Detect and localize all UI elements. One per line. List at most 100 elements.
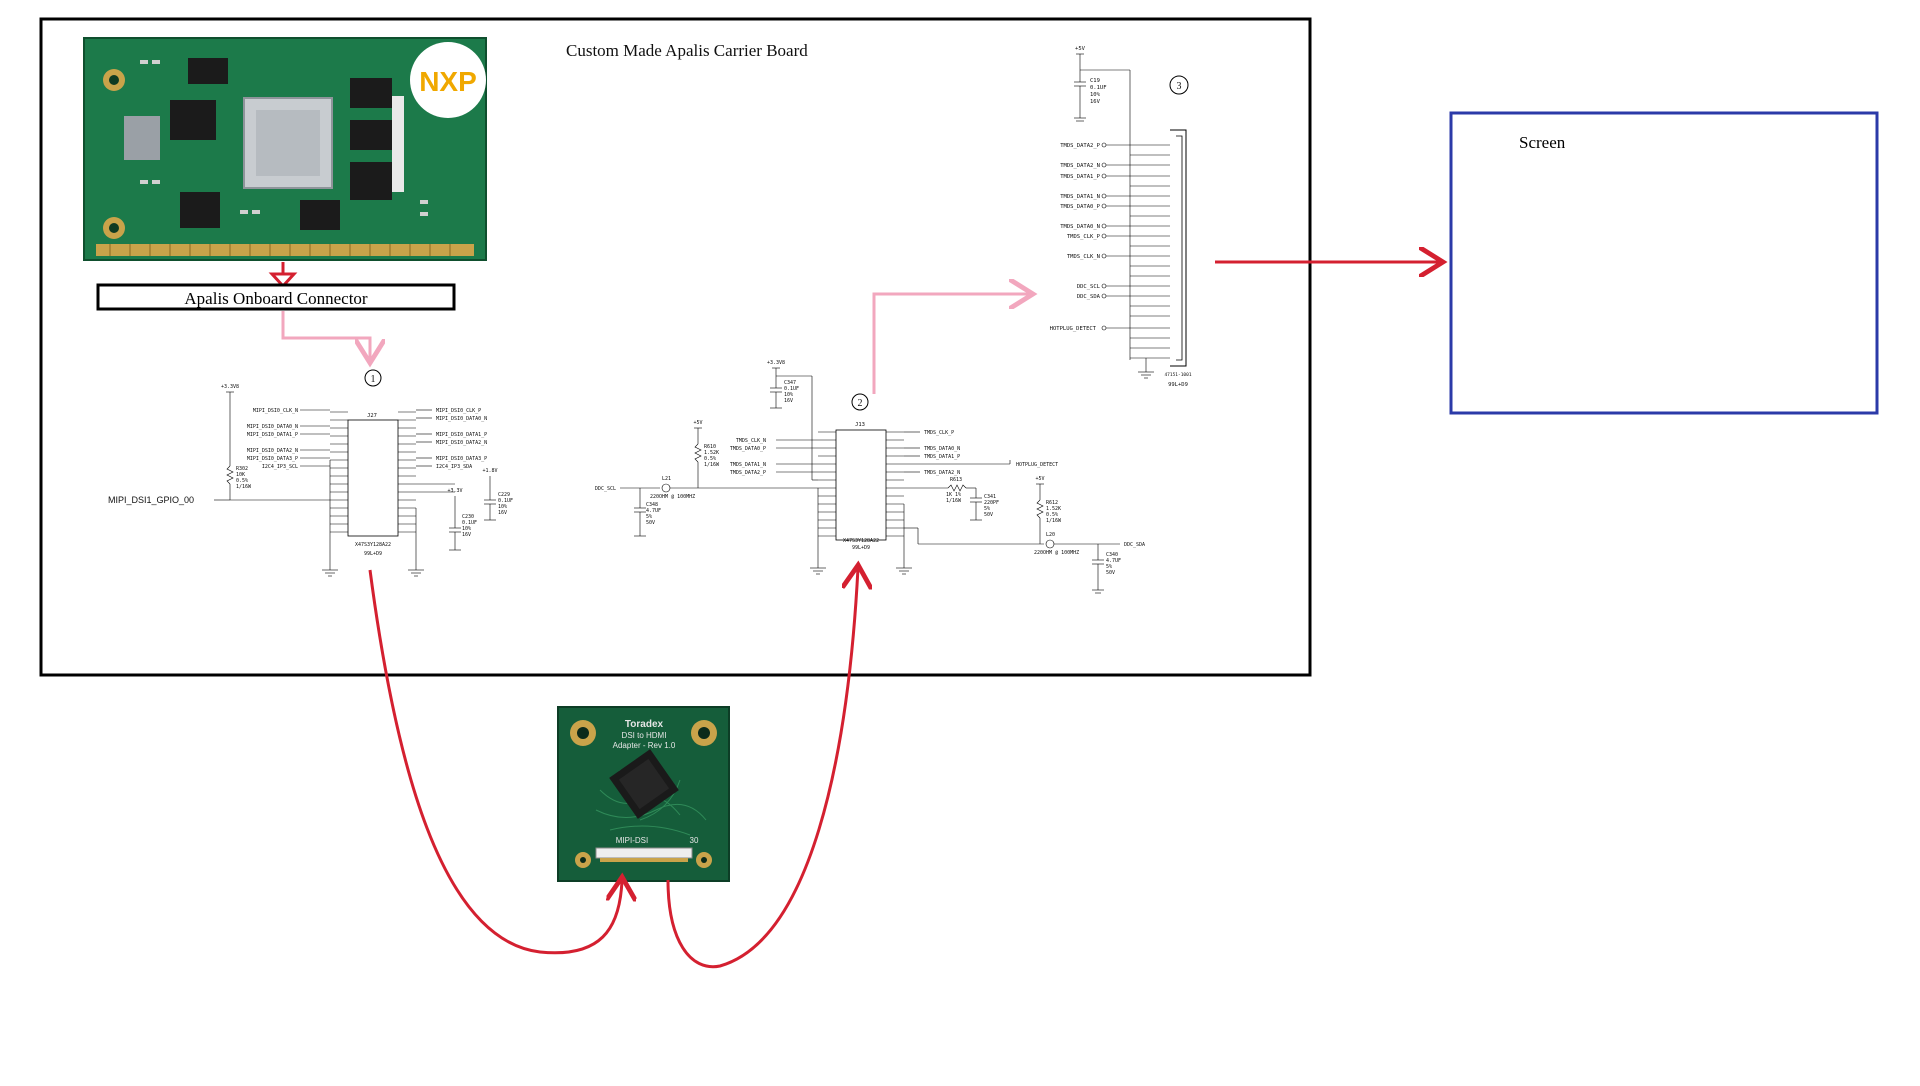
- j13-right-net-3: TMDS_DATA1_P: [924, 454, 960, 460]
- screen-label: Screen: [1519, 133, 1566, 152]
- c229-value: 0.1UF: [498, 498, 513, 504]
- j13-right-net-1: TMDS_CLK_P: [924, 430, 954, 436]
- marker-2: 2: [858, 398, 863, 409]
- j27-right-net-3: MIPI_DSI0_DATA1_P: [436, 432, 487, 438]
- j13-hotplug-label: HOTPLUG_DETECT: [1016, 462, 1058, 468]
- hdmi-net-8: TMDS_CLK_N: [1067, 254, 1100, 260]
- c230-tolerance: 10%: [462, 526, 471, 532]
- c348-value: 4.7UF: [646, 508, 661, 514]
- hdmi-net-4: TMDS_DATA1_N: [1060, 194, 1100, 200]
- schematic-j27: 1 J27 X47S3Y128A22 99L+D9: [108, 369, 513, 577]
- red-arrow-j27-to-adapter: [368, 569, 622, 955]
- hdmi-footprint: 99L+D9: [1168, 382, 1188, 388]
- schematic-j13: 2 J13 X47S3Y128A22 99L+D9: [595, 360, 1145, 594]
- c229-voltage: 16V: [498, 510, 507, 516]
- j27-left-net-5: MIPI_DSI0_DATA3_P: [247, 456, 298, 462]
- c348-refdes: C348: [646, 502, 658, 508]
- c348-voltage: 50V: [646, 520, 655, 526]
- c341-refdes: C341: [984, 494, 996, 500]
- marker-3: 3: [1177, 81, 1182, 92]
- c340-tolerance: 5%: [1106, 564, 1112, 570]
- hdmi-part: 47151-1001: [1164, 372, 1191, 378]
- j27-left-net-2: MIPI_DSI0_DATA0_N: [247, 424, 298, 430]
- c347-voltage: 16V: [784, 398, 793, 404]
- c19-tolerance: 10%: [1090, 92, 1101, 98]
- j27-rail-right: +1.8V: [482, 468, 497, 474]
- pink-arrow-to-hdmi: [872, 294, 1030, 394]
- r302-refdes: R302: [236, 466, 248, 472]
- c19-voltage: 16V: [1090, 99, 1101, 105]
- hdmi-net-11: HOTPLUG_DETECT: [1050, 326, 1097, 332]
- hdmi-net-3: TMDS_DATA1_P: [1060, 174, 1100, 180]
- j27-footprint: 99L+D9: [364, 551, 382, 557]
- c230-voltage: 16V: [462, 532, 471, 538]
- apalis-module-image: NXP: [83, 37, 487, 261]
- j13-rail-label: +3.3V8: [767, 360, 785, 366]
- nxp-logo-text: NXP: [419, 66, 477, 97]
- r612-refdes: R612: [1046, 500, 1058, 506]
- adapter-pin-count: 30: [690, 836, 699, 845]
- j13-refdes: J13: [855, 422, 865, 428]
- adapter-revision: Adapter - Rev 1.0: [613, 741, 676, 750]
- r610-power: 1/16W: [704, 462, 720, 468]
- j13-left-net-3: TMDS_DATA1_N: [730, 462, 766, 468]
- j27-rail-left: +3.3V8: [221, 384, 239, 390]
- adapter-title: DSI to HDMI: [622, 731, 667, 740]
- j27-right-net-1: MIPI_DSI0_CLK_P: [436, 408, 481, 414]
- j13-footprint: 99L+D9: [852, 545, 870, 551]
- j13-ddc-scl-label: DDC_SCL: [595, 486, 616, 492]
- j13-right-net-4: TMDS_DATA2_N: [924, 470, 960, 476]
- c347-refdes: C347: [784, 380, 796, 386]
- c347-value: 0.1UF: [784, 386, 799, 392]
- j13-5v-label-left: +5V: [693, 420, 702, 426]
- c341-tolerance: 5%: [984, 506, 990, 512]
- schematic-hdmi: 3: [1050, 46, 1192, 388]
- r302-tolerance: 0.5%: [236, 478, 248, 484]
- hdmi-rail-label: +5V: [1075, 46, 1086, 52]
- c340-voltage: 50V: [1106, 570, 1115, 576]
- j13-part: X47S3Y128A22: [843, 538, 879, 544]
- l21-value: 220OHM @ 100MHZ: [650, 494, 695, 500]
- r610-tolerance: 0.5%: [704, 456, 716, 462]
- carrier-board-frame: [39, 17, 1312, 677]
- c347-tolerance: 10%: [784, 392, 793, 398]
- j27-part: X47S3Y128A22: [355, 542, 391, 548]
- dsi-to-hdmi-adapter-image: Toradex DSI to HDMI Adapter - Rev 1.0 MI…: [557, 706, 730, 882]
- adapter-brand: Toradex: [625, 719, 664, 730]
- j13-left-net-1: TMDS_CLK_N: [736, 438, 766, 444]
- hdmi-net-10: DDC_SDA: [1077, 294, 1101, 300]
- nxp-logo: [410, 42, 486, 118]
- r612-value: 1.52K: [1046, 506, 1061, 512]
- hdmi-net-9: DDC_SCL: [1077, 284, 1101, 290]
- hdmi-net-1: TMDS_DATA2_P: [1060, 143, 1100, 149]
- r612-power: 1/16W: [1046, 518, 1062, 524]
- r612-tolerance: 0.5%: [1046, 512, 1058, 518]
- r613-refdes: R613: [950, 477, 962, 483]
- hdmi-net-5: TMDS_DATA0_P: [1060, 204, 1100, 210]
- c229-tolerance: 10%: [498, 504, 507, 510]
- c19-value: 0.1UF: [1090, 85, 1107, 91]
- r613-power: 1/16W: [946, 498, 962, 504]
- pink-arrow-to-j27: [281, 311, 370, 360]
- c341-value: 220PF: [984, 500, 999, 506]
- r302-value: 10K: [236, 472, 245, 478]
- j27-rail-mid: +3.3V: [447, 488, 462, 494]
- j13-5v-label-right: +5V: [1035, 476, 1044, 482]
- c230-value: 0.1UF: [462, 520, 477, 526]
- j27-refdes: J27: [367, 413, 377, 419]
- j27-right-net-4: MIPI_DSI0_DATA2_N: [436, 440, 487, 446]
- screen-box: [1449, 111, 1879, 415]
- c230-refdes: C230: [462, 514, 474, 520]
- j27-left-net-3: MIPI_DSI0_DATA1_P: [247, 432, 298, 438]
- j27-right-net-6: I2C4_IP3_SDA: [436, 464, 472, 470]
- c340-value: 4.7UF: [1106, 558, 1121, 564]
- l20-refdes: L20: [1046, 532, 1055, 538]
- gpio-label: MIPI_DSI1_GPIO_00: [108, 495, 194, 505]
- j13-left-net-4: TMDS_DATA2_P: [730, 470, 766, 476]
- j27-right-net-5: MIPI_DSI0_DATA3_P: [436, 456, 487, 462]
- j27-left-net-1: MIPI_DSI0_CLK_N: [253, 408, 298, 414]
- j27-left-net-6: I2C4_IP3_SCL: [262, 464, 298, 470]
- j27-left-net-4: MIPI_DSI0_DATA2_N: [247, 448, 298, 454]
- hdmi-net-6: TMDS_DATA0_N: [1060, 224, 1100, 230]
